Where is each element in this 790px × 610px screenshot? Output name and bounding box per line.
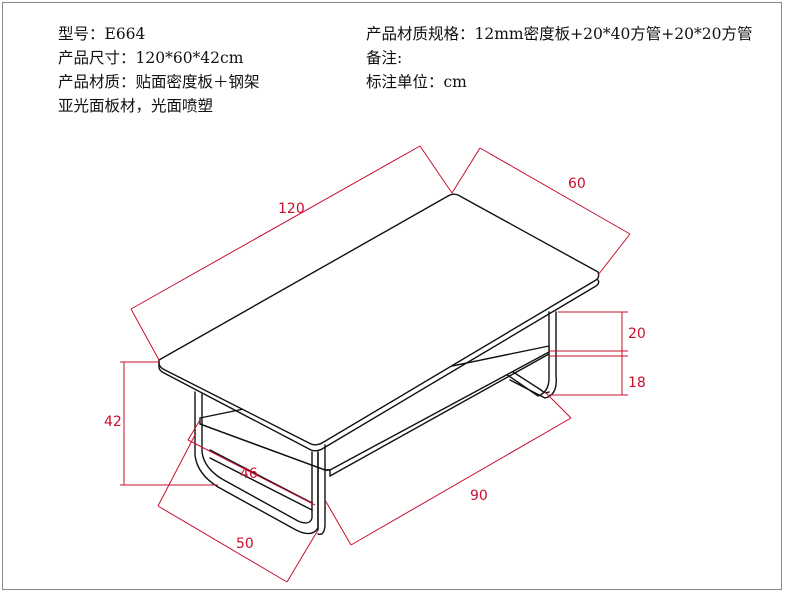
front-leg-post (317, 444, 326, 536)
remarks-text: 备注: (366, 49, 403, 67)
width-label: 60 (568, 176, 586, 192)
base-depth-label: 50 (236, 536, 254, 552)
unit-text: 标注单位：cm (366, 73, 467, 91)
length-ext-left (130, 308, 160, 361)
inner-depth-label: 46 (240, 466, 258, 482)
width-ext-top (451, 147, 481, 194)
table-top-edge (158, 279, 600, 452)
front-leg-frame (194, 391, 319, 535)
model-text: 型号：E664 (58, 25, 146, 43)
rear-leg-bar (324, 469, 331, 477)
finish-text: 亚光面板材，光面喷塑 (58, 97, 214, 115)
base-depth-ext-left (157, 432, 197, 507)
length-label: 120 (278, 201, 305, 217)
base-length-label: 90 (470, 488, 488, 504)
inner-depth-dim-line (187, 439, 316, 506)
lower-shelf-edge (199, 353, 550, 477)
spec-detail-text: 产品材质规格：12mm密度板+20*40方管+20*20方管 (366, 25, 753, 43)
coffee-table (158, 193, 600, 536)
material-text: 产品材质：贴面密度板＋钢架 (58, 73, 260, 91)
upper-gap-label: 20 (628, 326, 646, 342)
base-length-ext-left (324, 499, 352, 546)
size-text: 产品尺寸：120*60*42cm (58, 49, 244, 67)
table-top (158, 193, 600, 446)
inner-depth-ext (187, 419, 201, 441)
length-ext-right (419, 145, 453, 194)
front-base-bar (209, 449, 313, 511)
length-dim-line (130, 145, 421, 310)
base-depth-dim-line (157, 505, 288, 583)
lower-gap-label: 18 (628, 375, 646, 391)
base-length-ext-right (544, 391, 572, 419)
height-label: 42 (104, 414, 122, 430)
width-dim-line (479, 147, 631, 235)
width-ext-right (597, 233, 631, 276)
base-length-dim-line (350, 417, 572, 546)
base-depth-ext-right (286, 529, 319, 583)
dimensions: 120 60 42 46 50 90 (104, 145, 646, 583)
sheet-border (2, 2, 782, 590)
